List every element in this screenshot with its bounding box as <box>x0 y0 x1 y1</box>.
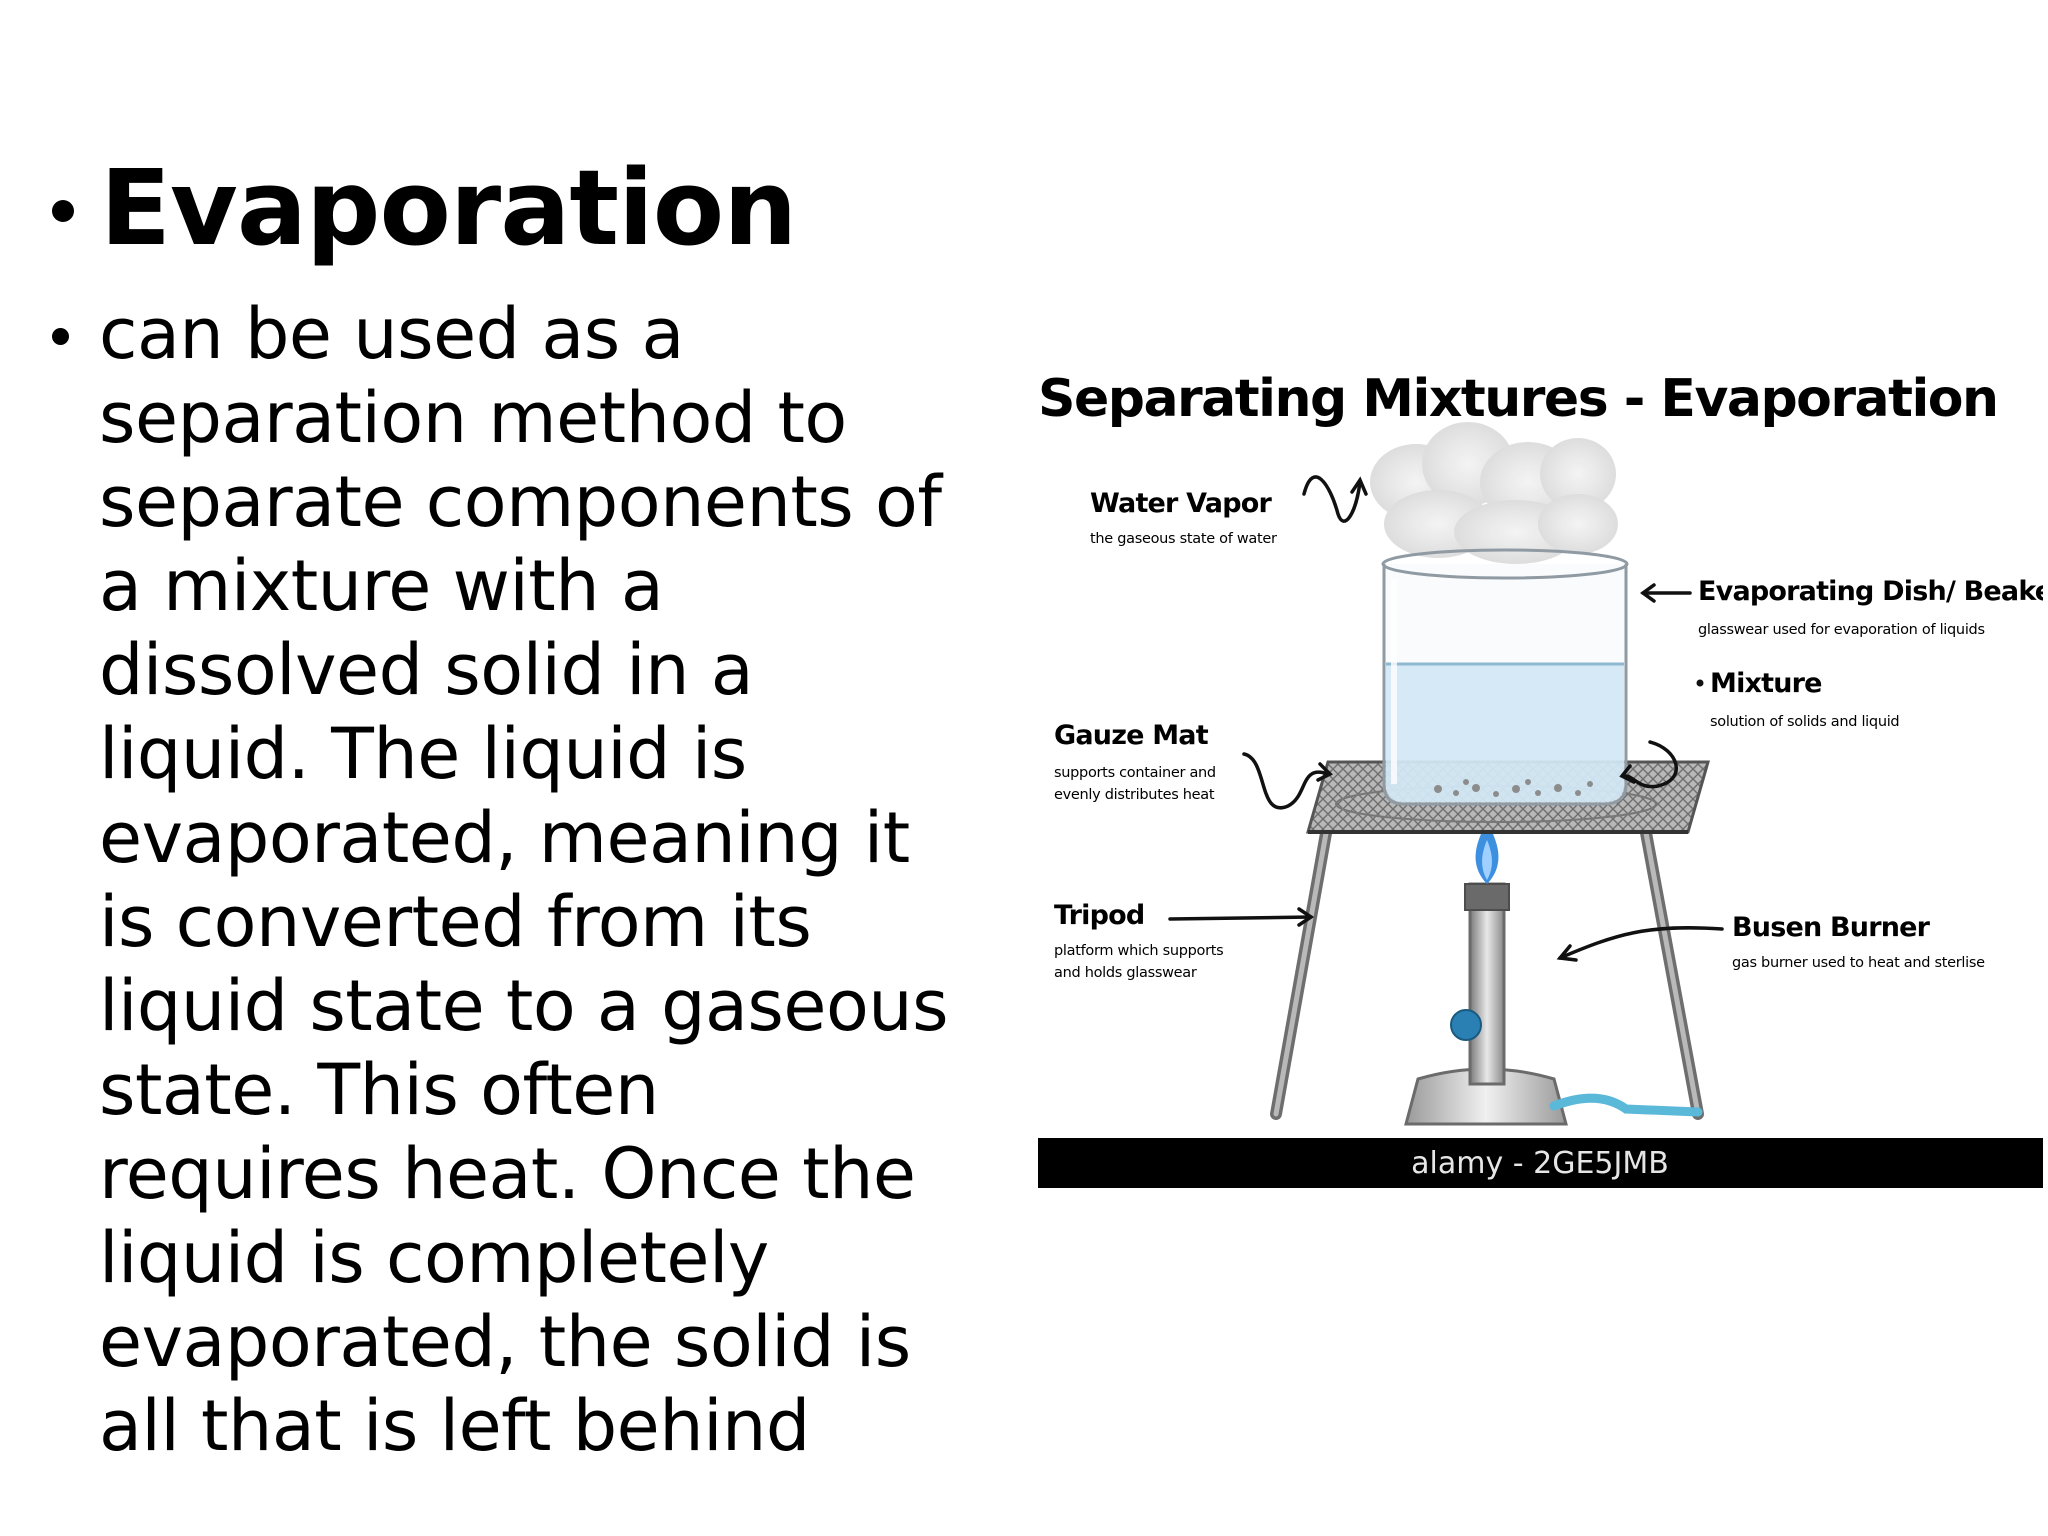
bunsen-burner <box>1404 822 1703 1126</box>
dish-label: Evaporating Dish/ Beaker <box>1698 576 2043 607</box>
diagram-labels: Water Vapor the gaseous state of water E… <box>1054 488 2043 981</box>
tripod-desc-line1: platform which supports <box>1054 943 1223 959</box>
water-vapor-desc: the gaseous state of water <box>1090 531 1277 547</box>
tripod-arrow <box>1168 915 1313 921</box>
tripod-label: Tripod <box>1054 900 1144 931</box>
mixture-label: Mixture <box>1710 668 1822 699</box>
slide-title: Evaporation <box>100 147 797 269</box>
pointer-arrows <box>1168 475 1724 962</box>
mixture-desc: solution of solids and liquid <box>1710 714 1899 730</box>
burner-label: Busen Burner <box>1732 912 1931 943</box>
water-vapor-arrow <box>1302 475 1362 523</box>
diagram-title: Separating Mixtures - Evaporation <box>1038 369 1998 429</box>
title-bullet-row: Evaporation <box>52 147 797 269</box>
dish-desc: glasswear used for evaporation of liquid… <box>1698 622 1985 638</box>
steam-cloud <box>1370 422 1618 564</box>
tripod <box>1270 816 1704 1120</box>
tripod-desc-line2: and holds glasswear <box>1054 965 1197 981</box>
body-bullet-row: can be used as a separation method to se… <box>52 292 999 1468</box>
burner-arrow <box>1558 926 1724 960</box>
gauze-arrow <box>1242 752 1330 810</box>
water-vapor-label: Water Vapor <box>1090 488 1272 519</box>
bullet-icon <box>52 328 69 345</box>
gauze-desc-line1: supports container and <box>1054 765 1216 781</box>
mixture-arrow <box>1621 740 1678 789</box>
slide-body-text: can be used as a separation method to se… <box>99 293 949 1467</box>
gauze-label: Gauze Mat <box>1054 720 1209 751</box>
beaker <box>1381 548 1629 806</box>
mixture-dot-icon <box>1696 679 1704 687</box>
bullet-icon <box>52 200 74 222</box>
watermark-text: alamy - 2GE5JMB <box>1411 1146 1669 1181</box>
burner-desc: gas burner used to heat and sterlise <box>1732 955 1985 971</box>
gauze-desc-line2: evenly distributes heat <box>1054 787 1215 803</box>
watermark-bar <box>1038 1138 2043 1188</box>
evaporation-diagram: Separating Mixtures - Evaporation <box>1038 364 2043 1188</box>
